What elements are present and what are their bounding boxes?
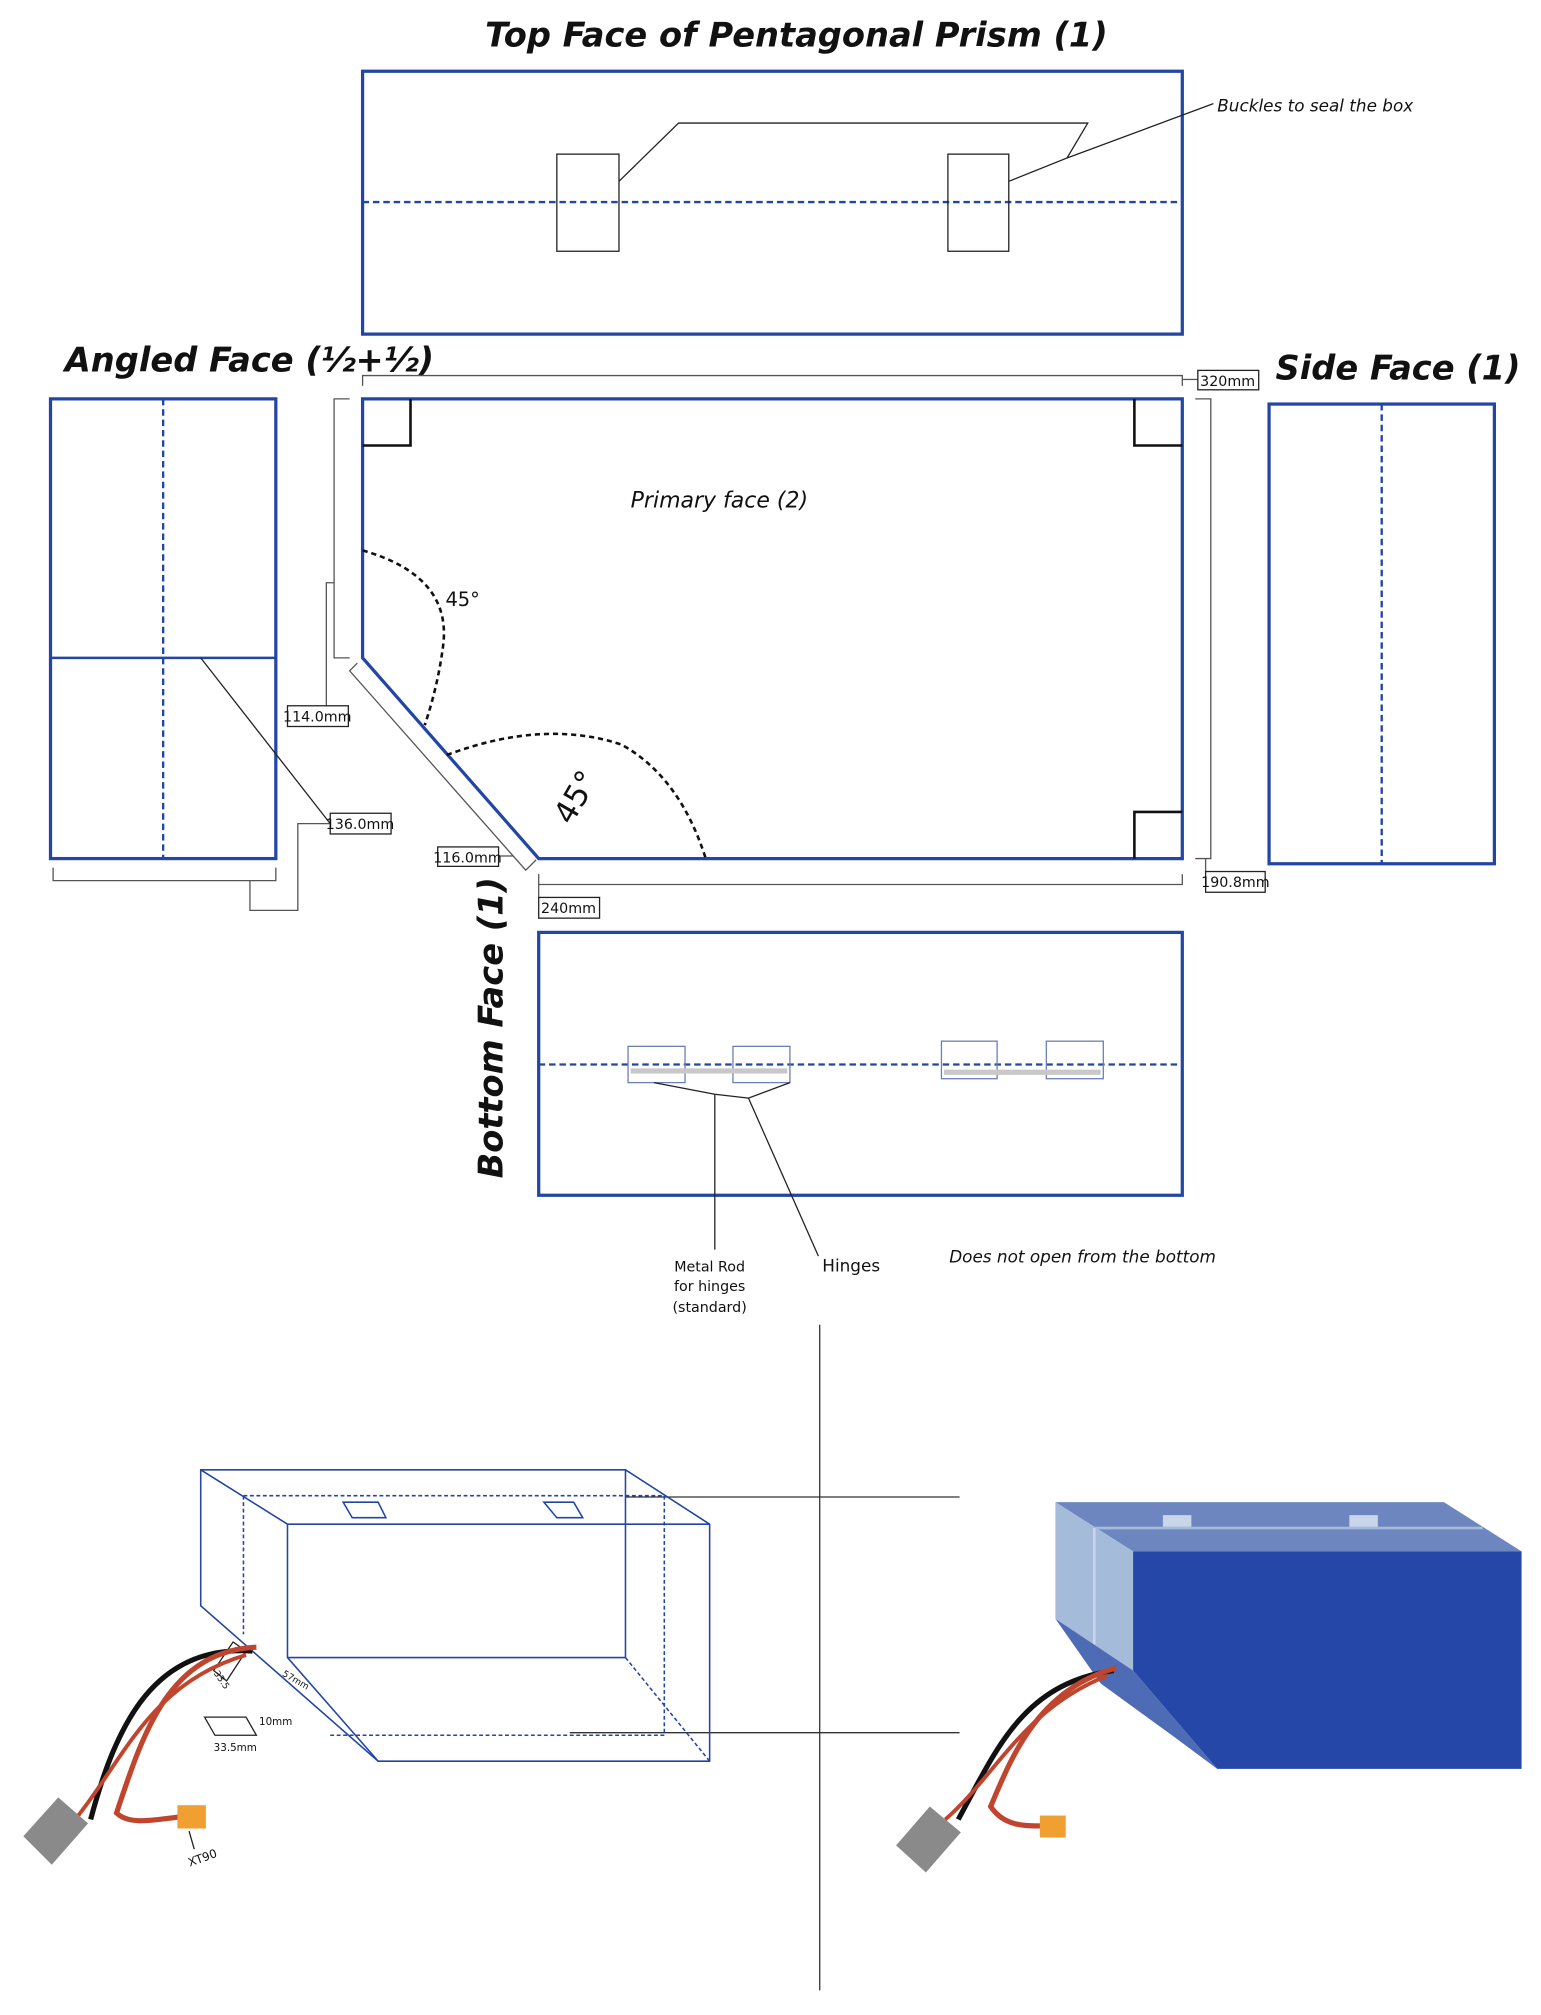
buckle-icon xyxy=(1162,1515,1192,1527)
angle-lower: 45° xyxy=(547,765,606,831)
dim-label-box xyxy=(286,705,349,728)
right-angle-mark xyxy=(1133,810,1183,859)
dim-bracket-left xyxy=(333,398,350,659)
side-face: Side Face (1) xyxy=(1267,348,1521,866)
dim-connector xyxy=(325,582,335,706)
dim-label-box xyxy=(437,846,500,867)
buckle-left xyxy=(556,153,620,252)
buckle-icon xyxy=(542,1501,585,1519)
dim-116: 116.0mm xyxy=(433,850,501,866)
top-face: Top Face of Pentagonal Prism (1) Buckles… xyxy=(360,16,1414,336)
red-wire xyxy=(113,1644,257,1824)
dim-a: 33.5 xyxy=(211,1669,231,1691)
dim-label-box xyxy=(329,812,392,835)
bottom-note: Does not open from the bottom xyxy=(949,1247,1216,1267)
wireframe-view: 10mm 33.5mm 33.5 57mm XT90 xyxy=(23,1469,711,1869)
right-angle-mark xyxy=(1133,398,1183,447)
dim-bracket-bottom xyxy=(538,874,1183,886)
primary-face-label: Primary face (2) xyxy=(631,489,808,514)
dim-bracket-angled xyxy=(348,662,537,872)
buckle-icon xyxy=(341,1501,388,1519)
black-wire xyxy=(955,1667,1115,1821)
right-angle-mark xyxy=(362,398,412,447)
dim-bracket-top xyxy=(361,374,1183,386)
rod-label-1: Metal Rod xyxy=(674,1260,745,1276)
dim-bracket-right xyxy=(1195,398,1212,860)
dim-136: 136.0mm xyxy=(326,817,394,833)
dim-label-box xyxy=(1204,870,1266,893)
rod-label-2: for hinges xyxy=(674,1279,745,1295)
box-front xyxy=(1133,1551,1522,1769)
angled-face-title: Angled Face (½+½) xyxy=(62,341,434,380)
primary-face-outline xyxy=(360,397,1184,861)
dim-c: 10mm xyxy=(259,1716,292,1728)
xt90-connector-icon xyxy=(1039,1815,1066,1838)
leader-line xyxy=(1066,103,1214,159)
bottom-face-title: Bottom Face (1) xyxy=(471,877,510,1178)
hinge-pair-right xyxy=(940,1040,1104,1080)
dim-bracket xyxy=(52,867,277,882)
dim-114: 114.0mm xyxy=(283,709,351,725)
buckle-right xyxy=(947,153,1010,252)
rod-label-3: (standard) xyxy=(673,1300,747,1316)
primary-face: 45° 45° Primary face (2) 320mm 114.0mm 1… xyxy=(283,369,1270,919)
anderson-connector-icon xyxy=(23,1797,89,1865)
angle-arc-lower xyxy=(446,732,707,859)
buckle-icon xyxy=(1349,1515,1378,1527)
angled-face: Angled Face (½+½) 136.0mm xyxy=(48,341,434,912)
bottom-face: Bottom Face (1) Metal Rod for hinges (st… xyxy=(471,877,1215,1316)
xt90-label: XT90 xyxy=(186,1846,219,1869)
buckle-note: Buckles to seal the box xyxy=(1217,95,1414,115)
angle-arc-upper xyxy=(362,549,446,726)
solid-render xyxy=(896,1502,1522,1873)
angle-upper: 45° xyxy=(445,588,479,611)
buckle-strap xyxy=(618,122,1089,182)
xt90-connector-icon xyxy=(177,1805,206,1829)
dim-240: 240mm xyxy=(541,901,596,917)
leader-line xyxy=(747,1097,820,1257)
dim-190: 190.8mm xyxy=(1201,875,1269,891)
side-face-title: Side Face (1) xyxy=(1276,348,1521,387)
top-face-title: Top Face of Pentagonal Prism (1) xyxy=(485,16,1108,55)
leader-line xyxy=(200,657,331,825)
dim-label-box xyxy=(538,896,601,919)
dim-320: 320mm xyxy=(1200,374,1255,390)
red-wire xyxy=(987,1665,1117,1829)
leader-line xyxy=(653,1081,791,1099)
dim-connector xyxy=(249,822,331,912)
hinges-label: Hinges xyxy=(822,1256,880,1276)
anderson-connector-icon xyxy=(896,1806,961,1873)
dim-label-box xyxy=(1197,369,1260,391)
dim-d: 33.5mm xyxy=(214,1742,257,1754)
